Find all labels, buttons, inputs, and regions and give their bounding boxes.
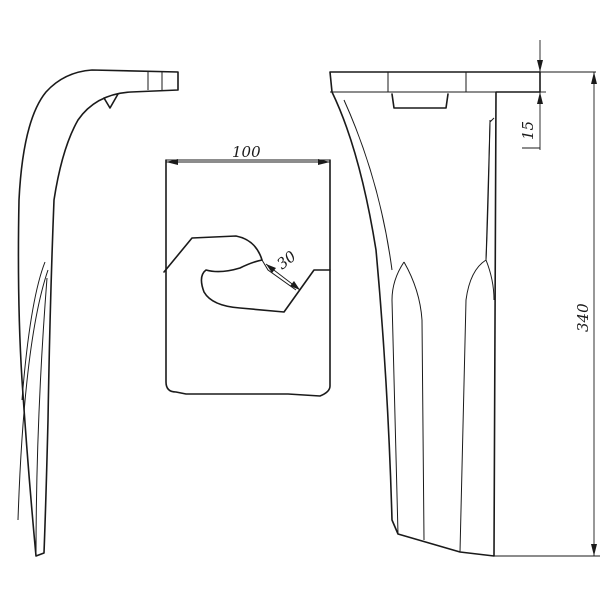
mounting-lug: [103, 93, 119, 109]
slot-label: 30: [273, 247, 299, 273]
blade-bevel-line-2: [35, 277, 48, 557]
width-dimension: 100: [166, 143, 330, 165]
front-bevel-curve-1: [403, 261, 425, 541]
front-mounting-lug: [391, 93, 449, 109]
side-view-outline: [17, 69, 179, 557]
side-view: [17, 69, 179, 557]
width-arrow-right: [318, 159, 330, 165]
thickness-dimension: 15: [519, 40, 596, 150]
width-arrow-left: [166, 159, 178, 165]
hook-inner-line: [261, 259, 297, 291]
length-arrow-bottom: [591, 544, 597, 556]
slot-arrow-1: [266, 264, 276, 273]
blade-edge-line: [17, 269, 49, 521]
front-inner-ridge: [485, 117, 495, 261]
front-tab-left: [387, 72, 467, 92]
thickness-arrow-top: [537, 60, 543, 72]
mounting-tab: [147, 72, 163, 90]
length-dimension: 340: [494, 72, 600, 557]
length-arrow-top: [591, 72, 597, 84]
front-view-outline: [329, 71, 541, 557]
section-outline: [165, 159, 331, 397]
width-label: 100: [232, 143, 261, 161]
thickness-arrow-bottom: [537, 92, 543, 104]
slot-arrow-2: [290, 281, 300, 290]
blade-bevel-line-1: [21, 261, 46, 401]
section-view: [163, 159, 331, 397]
front-taper-line: [343, 99, 393, 271]
front-view: [329, 71, 541, 557]
slot-dimension: 30: [265, 247, 301, 291]
front-bevel-curve-3: [485, 259, 495, 301]
length-label: 340: [574, 303, 592, 332]
front-bevel-left: [391, 261, 405, 535]
thickness-label: 15: [519, 121, 537, 140]
hook-slot: [163, 235, 331, 313]
front-bevel-curve-2: [459, 119, 491, 553]
